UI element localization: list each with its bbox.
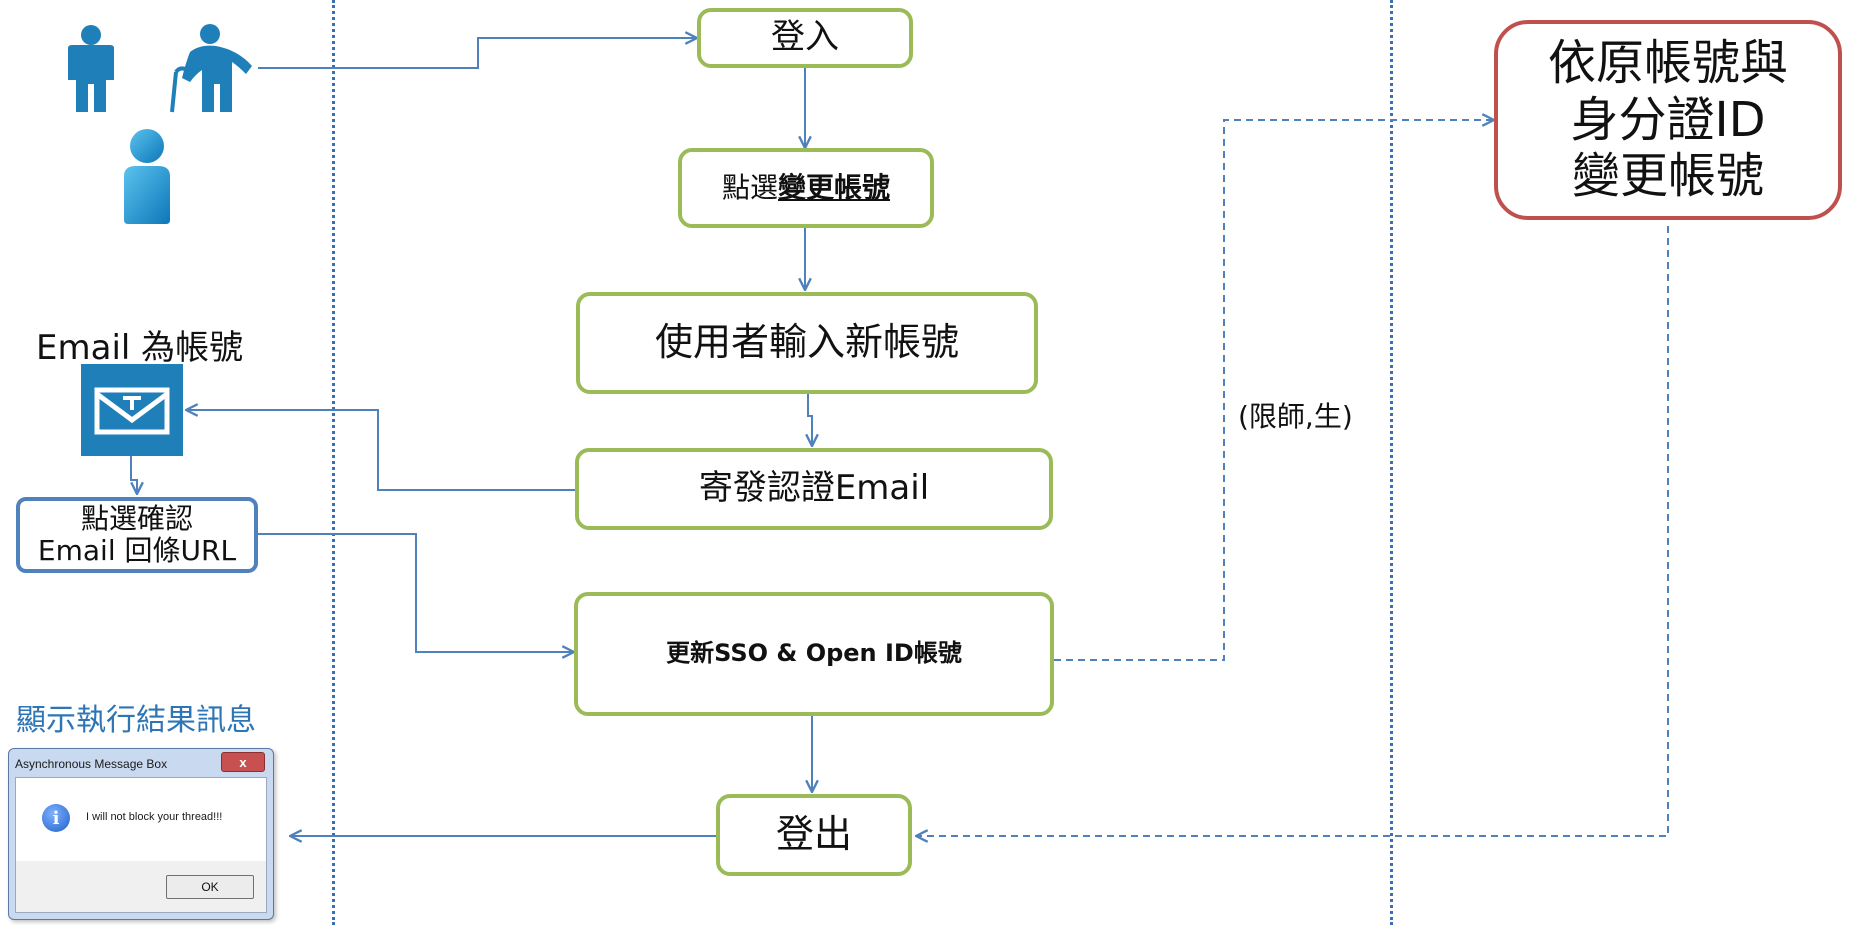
confirm-email-url-box[interactable]: 點選確認 Email 回條URL — [16, 497, 258, 573]
connector-input-send — [808, 394, 812, 446]
person-icon — [68, 25, 114, 112]
close-button[interactable]: x — [221, 752, 265, 772]
step-send-label: 寄發認證Email — [698, 468, 930, 509]
side-line-3: 變更帳號 — [1571, 148, 1764, 205]
change-account-link[interactable]: 變更帳號 — [778, 170, 891, 204]
message-box-body: i I will not block your thread!!! — [15, 777, 267, 863]
mail-icon[interactable] — [81, 364, 183, 456]
connector-mail-confirm — [130, 456, 137, 494]
side-change-account-box[interactable]: 依原帳號與 身分證ID 變更帳號 — [1494, 20, 1842, 220]
step-login[interactable]: 登入 — [697, 8, 913, 68]
confirm-line-2: Email 回條URL — [37, 534, 237, 567]
connector-user-login — [258, 38, 697, 69]
step-update-label: 更新SSO & Open ID帳號 — [666, 639, 962, 668]
lane-divider-left — [332, 0, 335, 925]
side-line-1: 依原帳號與 — [1547, 35, 1788, 92]
confirm-line-1: 點選確認 — [80, 501, 193, 535]
connector-send-mail — [186, 410, 575, 491]
branch-label: (限師,生) — [1238, 400, 1353, 433]
step-logout[interactable]: 登出 — [716, 794, 912, 876]
message-box-text: I will not block your thread!!! — [86, 811, 223, 823]
step-click-prefix: 點選 — [721, 170, 778, 204]
user-icon — [124, 129, 170, 224]
ok-button[interactable]: OK — [166, 875, 254, 899]
step-input-label: 使用者輸入新帳號 — [654, 320, 959, 365]
message-box-window: Asynchronous Message Box x i I will not … — [8, 748, 274, 920]
step-input-new-account[interactable]: 使用者輸入新帳號 — [576, 292, 1038, 394]
step-update-sso[interactable]: 更新SSO & Open ID帳號 — [574, 592, 1054, 716]
step-login-label: 登入 — [771, 17, 839, 58]
step-send-email[interactable]: 寄發認證Email — [575, 448, 1053, 530]
step-logout-label: 登出 — [775, 812, 852, 857]
message-box-footer: OK — [15, 861, 267, 913]
side-line-2: 身分證ID — [1570, 91, 1766, 148]
info-icon: i — [42, 804, 70, 832]
connector-update-side — [1054, 120, 1494, 661]
elderly-person-icon — [170, 24, 252, 113]
result-label: 顯示執行結果訊息 — [16, 703, 256, 738]
step-click-change-account[interactable]: 點選變更帳號 — [678, 148, 934, 228]
connector-confirm-update — [256, 533, 574, 652]
message-box-title: Asynchronous Message Box — [15, 757, 168, 771]
email-section-title: Email 為帳號 — [36, 328, 244, 368]
lane-divider-right — [1390, 0, 1393, 925]
